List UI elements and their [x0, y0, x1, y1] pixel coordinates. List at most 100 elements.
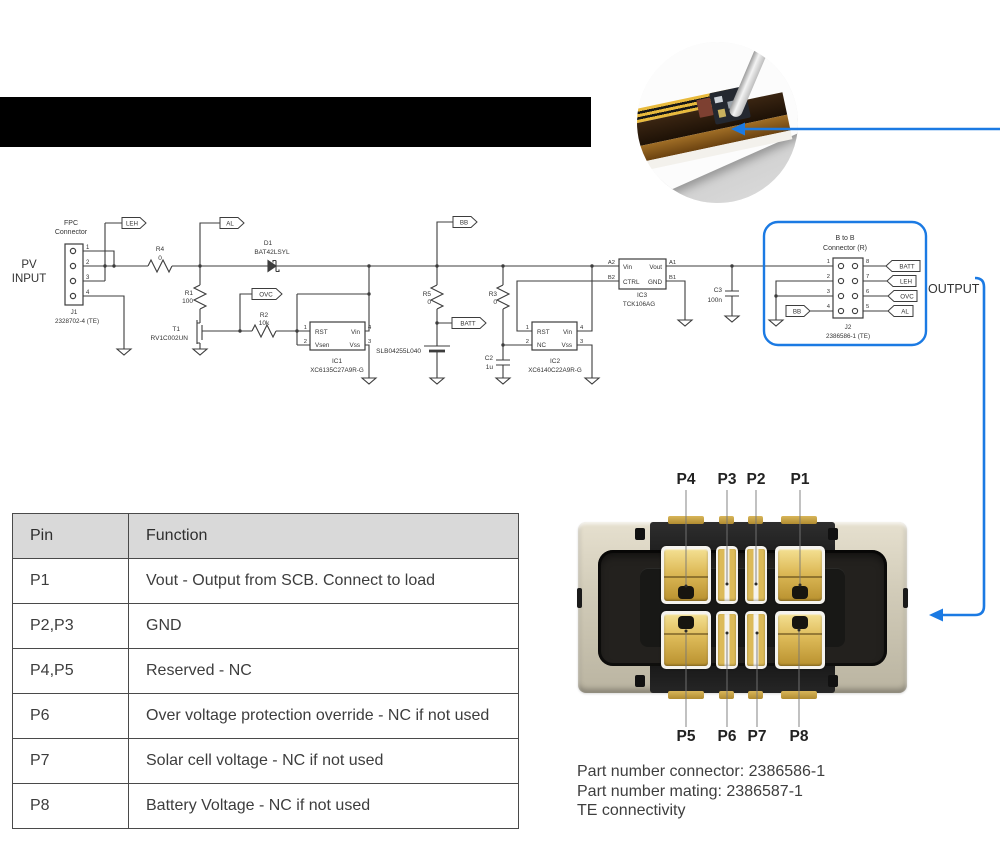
svg-text:Vin: Vin	[351, 329, 360, 336]
pad-label-top: P4	[676, 471, 696, 488]
pad-p4	[661, 546, 711, 604]
svg-text:0: 0	[427, 299, 431, 306]
schematic-wires	[76, 221, 888, 385]
j1-fpc-connector	[64, 243, 84, 306]
svg-text:T1: T1	[172, 326, 180, 333]
pad-p2-gold	[747, 549, 765, 601]
function-cell: Reserved - NC	[128, 648, 519, 694]
svg-text:IC3: IC3	[637, 292, 648, 299]
svg-text:XC6135C27A9R-G: XC6135C27A9R-G	[310, 367, 364, 374]
function-cell: Over voltage protection override - NC if…	[128, 693, 519, 739]
col-header-function: Function	[128, 513, 519, 559]
svg-text:1: 1	[827, 259, 830, 265]
svg-text:GND: GND	[648, 279, 662, 286]
svg-text:AL: AL	[901, 309, 909, 316]
pad-label-top: P3	[717, 471, 737, 488]
svg-text:7: 7	[866, 274, 869, 280]
svg-text:B1: B1	[669, 275, 676, 281]
svg-text:BB: BB	[793, 309, 801, 316]
pad-p2	[745, 546, 767, 604]
pad-p5	[661, 611, 711, 669]
gold-tab	[719, 516, 734, 524]
pad-p5-gold	[664, 614, 708, 666]
svg-text:100n: 100n	[708, 297, 723, 304]
svg-text:IC2: IC2	[550, 358, 561, 365]
svg-text:BATT: BATT	[460, 321, 476, 328]
svg-text:Vss: Vss	[350, 342, 361, 349]
svg-text:A1: A1	[669, 260, 676, 266]
function-cell: Battery Voltage - NC if not used	[128, 783, 519, 829]
pin-cell: P1	[12, 558, 129, 604]
gold-tab	[668, 516, 704, 524]
pad-p8	[775, 611, 825, 669]
j1-labels: FPC Connector J1 2328702-4 (TE)	[55, 220, 99, 325]
svg-text:3: 3	[86, 275, 90, 281]
svg-text:2328702-4 (TE): 2328702-4 (TE)	[55, 318, 99, 325]
svg-text:LEH: LEH	[126, 221, 138, 228]
svg-text:10k: 10k	[259, 320, 270, 327]
pad-p3	[716, 546, 738, 604]
svg-text:0: 0	[493, 299, 497, 306]
svg-text:C3: C3	[714, 287, 723, 294]
ic2-block: RST Vin NC Vss 1 2 4 3 IC2 XC6140C22A9R-…	[526, 321, 584, 374]
svg-text:Vin: Vin	[563, 329, 572, 336]
pin-cell: P2,P3	[12, 603, 129, 649]
pad-p4-gold	[664, 549, 708, 601]
svg-text:TCK106AG: TCK106AG	[623, 301, 655, 308]
component-labels: R4 0 D1 BAT42LSYL R1 100 T1 RV1C002UN R2…	[151, 240, 723, 371]
svg-text:1: 1	[86, 245, 90, 251]
pin-function-table: Pin Function P1 Vout - Output from SCB. …	[12, 513, 519, 829]
connector-side-slot	[903, 588, 908, 608]
manufacturer: TE connectivity	[577, 802, 686, 819]
svg-text:4: 4	[86, 290, 90, 296]
svg-text:IC1: IC1	[332, 358, 343, 365]
svg-text:RST: RST	[315, 329, 328, 336]
pad-p7-gold	[747, 614, 765, 666]
svg-text:B to B: B to B	[835, 235, 854, 242]
function-cell: Solar cell voltage - NC if not used	[128, 738, 519, 784]
svg-text:J1: J1	[71, 309, 78, 316]
svg-text:Connector (R): Connector (R)	[823, 245, 867, 252]
svg-text:BAT42LSYL: BAT42LSYL	[254, 249, 290, 256]
svg-text:Vsen: Vsen	[315, 342, 330, 349]
svg-text:CTRL: CTRL	[623, 279, 640, 286]
pin-cell: P8	[12, 783, 129, 829]
svg-text:4: 4	[580, 325, 584, 331]
function-cell: Vout - Output from SCB. Connect to load	[128, 558, 519, 604]
connector-mark	[635, 528, 645, 540]
svg-text:R4: R4	[156, 246, 165, 253]
photo-flex-cables	[637, 42, 798, 203]
net-flags	[121, 216, 921, 329]
svg-text:2386586-1 (TE): 2386586-1 (TE)	[826, 333, 870, 340]
photo-pcb-component	[714, 95, 724, 104]
pad-label-bottom: P7	[747, 728, 767, 745]
function-cell: GND	[128, 603, 519, 649]
svg-text:RST: RST	[537, 329, 550, 336]
svg-text:B2: B2	[608, 275, 615, 281]
table-row: P4,P5 Reserved - NC	[12, 648, 519, 694]
pad-label-top: P2	[746, 471, 766, 488]
svg-text:FPC: FPC	[64, 220, 78, 227]
svg-text:OVC: OVC	[900, 294, 914, 301]
connector-mark	[828, 675, 838, 687]
svg-text:INPUT: INPUT	[12, 273, 47, 285]
svg-text:R2: R2	[260, 312, 269, 319]
pad-p7	[745, 611, 767, 669]
table-header-row: Pin Function	[12, 513, 519, 559]
svg-text:0: 0	[158, 255, 162, 262]
svg-text:4: 4	[368, 325, 372, 331]
b2b-connector-box: B to B Connector (R) 1 2 3 4 8 7 6 5 J2 …	[762, 220, 928, 347]
connector-3d-render	[577, 516, 908, 699]
pad-label-bottom: P6	[717, 728, 737, 745]
net-flag-labels: LEH AL OVC BB BATT BB BATT LEH OVC AL	[126, 220, 915, 328]
svg-text:RV1C002UN: RV1C002UN	[151, 335, 189, 342]
svg-text:PV: PV	[21, 259, 37, 271]
svg-text:BB: BB	[460, 220, 468, 227]
svg-text:100: 100	[182, 298, 193, 305]
pad-p1	[775, 546, 825, 604]
svg-text:2: 2	[526, 339, 529, 345]
ic3-block: Vin Vout CTRL GND A2 A1 B2 B1 IC3 TCK106…	[608, 258, 676, 308]
table-row: P1 Vout - Output from SCB. Connect to lo…	[12, 558, 519, 604]
connector-mark	[635, 675, 645, 687]
svg-text:4: 4	[827, 304, 831, 310]
